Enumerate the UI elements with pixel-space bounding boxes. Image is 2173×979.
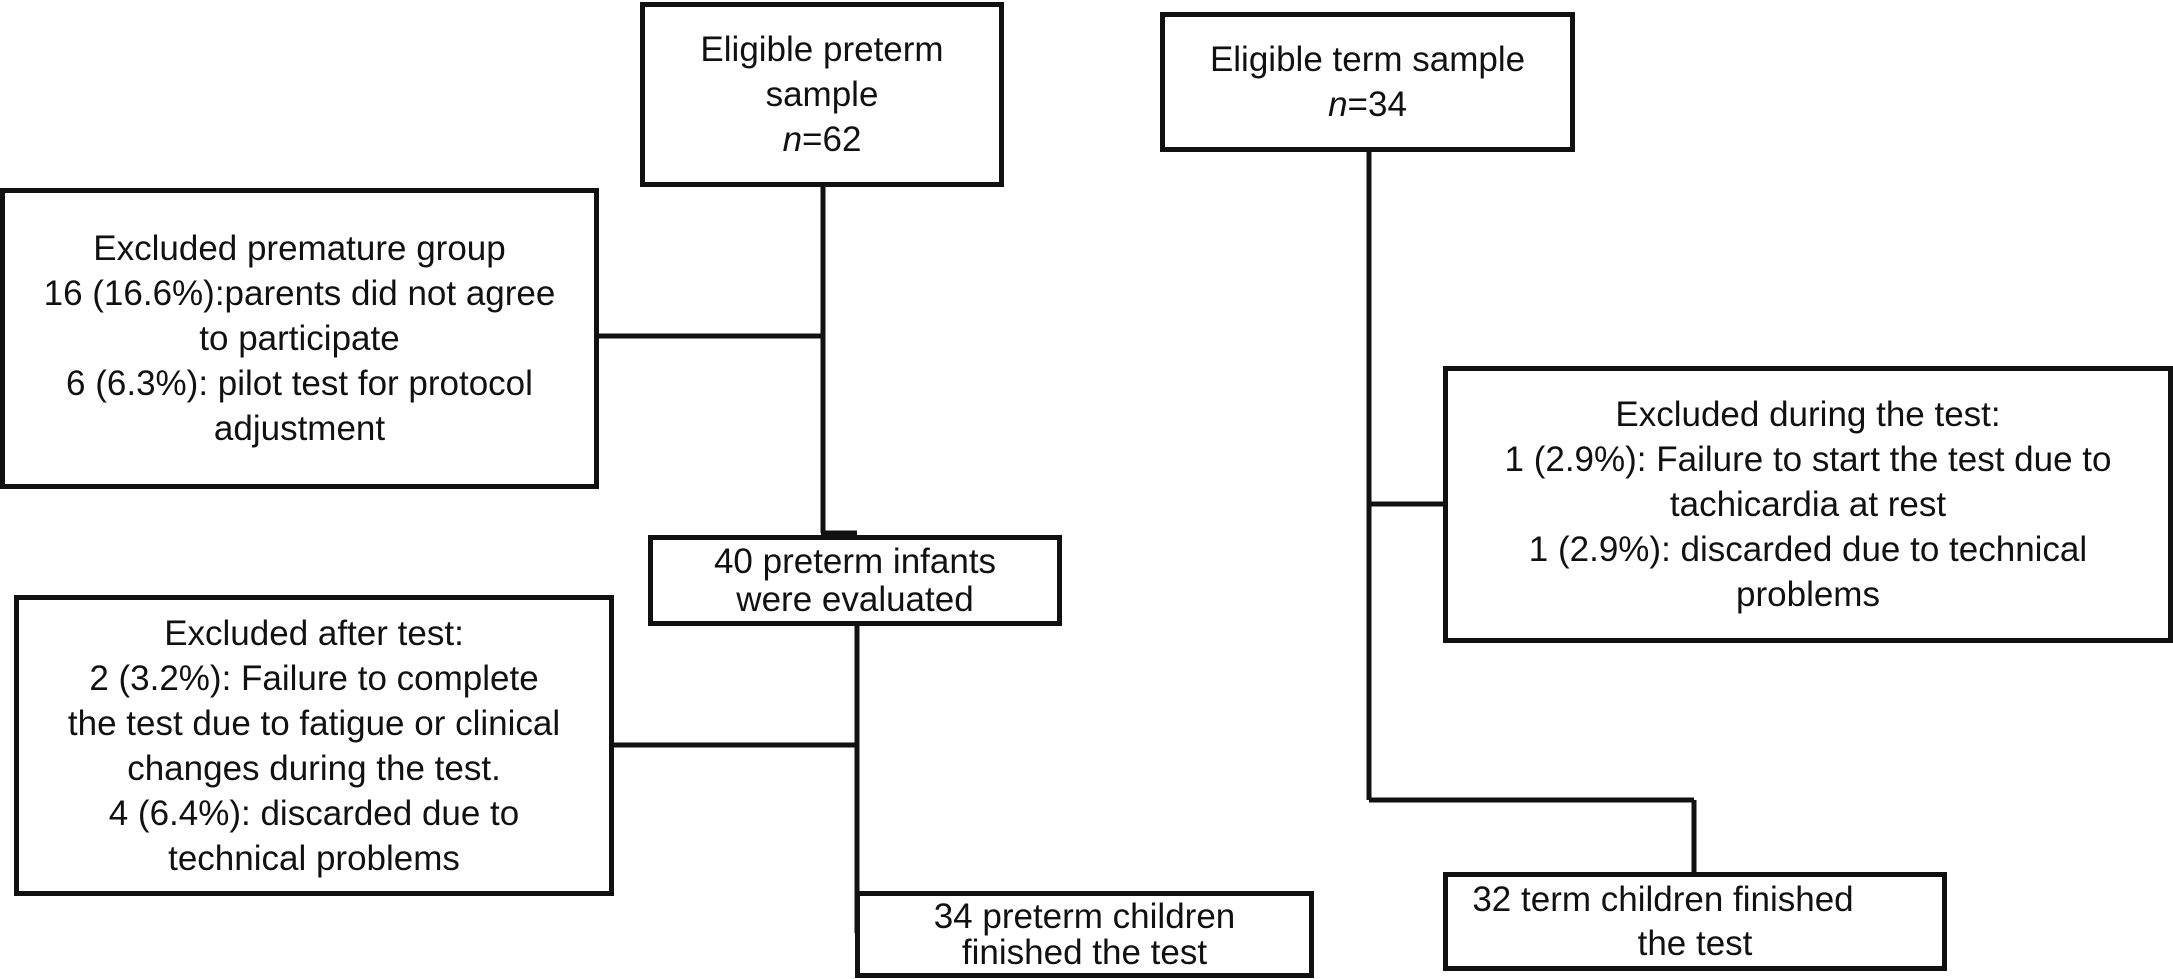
term-finished-line: the test	[1637, 923, 1753, 963]
excluded-during-test-line: tachicardia at rest	[1669, 485, 1947, 524]
excluded-during-test-line: 1 (2.9%): discarded due to technical	[1528, 530, 2088, 569]
excluded-premature-line: 6 (6.3%): pilot test for protocol	[66, 364, 533, 403]
preterm-sample-line2: sample	[765, 75, 879, 114]
preterm-finished-line: finished the test	[961, 932, 1208, 972]
term-finished-line: 32 term children finished	[1472, 879, 1854, 919]
excluded-during-test-line: problems	[1736, 575, 1880, 614]
preterm-evaluated-line: 40 preterm infants	[713, 541, 997, 581]
excluded-after-test-line: 4 (6.4%): discarded due to	[108, 793, 520, 833]
excluded-after-test-line: changes during the test.	[127, 748, 501, 788]
preterm-evaluated-line: were evaluated	[736, 579, 974, 619]
excluded-after-test-line: technical problems	[168, 838, 460, 878]
preterm-sample-n: n=62	[782, 120, 862, 159]
excluded-after-test-line: 2 (3.2%): Failure to complete	[89, 658, 539, 698]
excluded-premature-line: adjustment	[213, 409, 386, 448]
preterm-finished-line: 34 preterm children	[933, 896, 1236, 936]
excluded-premature-group-box: Excluded premature group 16 (16.6%):pare…	[0, 188, 599, 489]
preterm-sample-line1: Eligible preterm	[700, 30, 944, 69]
preterm-evaluated-box: 40 preterm infants were evaluated	[648, 535, 1062, 626]
excluded-premature-line: Excluded premature group	[93, 229, 506, 268]
term-sample-line1: Eligible term sample	[1209, 40, 1526, 79]
eligible-term-sample-box: Eligible term sample n=34	[1160, 12, 1575, 152]
excluded-premature-line: 16 (16.6%):parents did not agree	[43, 274, 556, 313]
excluded-after-test-box: Excluded after test: 2 (3.2%): Failure t…	[14, 595, 614, 896]
eligible-preterm-sample-box: Eligible preterm sample n=62	[640, 2, 1004, 187]
excluded-after-test-line: Excluded after test:	[164, 613, 464, 653]
excluded-premature-line: to participate	[199, 319, 400, 358]
term-sample-n: n=34	[1328, 85, 1407, 124]
excluded-during-test-line: Excluded during the test:	[1615, 395, 2001, 434]
term-finished-box: 32 term children finished the test	[1443, 872, 1947, 971]
excluded-during-test-box: Excluded during the test: 1 (2.9%): Fail…	[1443, 366, 2173, 643]
excluded-during-test-line: 1 (2.9%): Failure to start the test due …	[1504, 440, 2112, 479]
preterm-finished-box: 34 preterm children finished the test	[855, 891, 1314, 978]
excluded-after-test-line: the test due to fatigue or clinical	[67, 703, 561, 743]
